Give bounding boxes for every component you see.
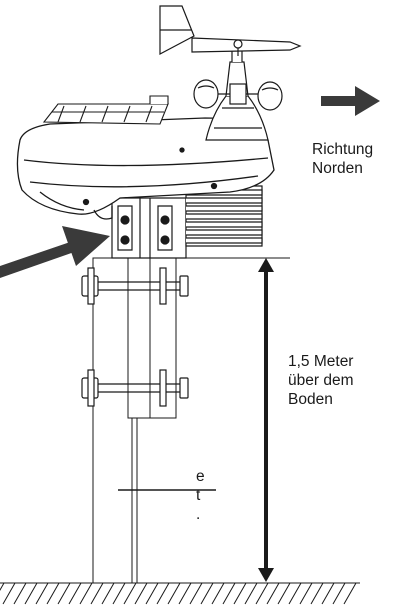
- radiation-shield-icon: [185, 185, 263, 247]
- height-label-line: über dem: [288, 372, 354, 389]
- ground-hatch-stroke: [321, 582, 335, 605]
- pole-label-line: e: [196, 468, 205, 485]
- ground-hatch-stroke: [222, 582, 236, 605]
- ground-hatch-stroke: [288, 582, 302, 605]
- ground-hatch-stroke: [299, 582, 313, 605]
- ground-hatch-stroke: [310, 582, 324, 605]
- pole-label-line: .: [196, 506, 201, 523]
- mast-segment: [127, 257, 177, 419]
- ground-hatch-stroke: [46, 582, 60, 605]
- ground-hatch-stroke: [200, 582, 214, 605]
- ground-hatch-stroke: [101, 582, 115, 605]
- ground-hatch-stroke: [266, 582, 280, 605]
- ground-hatch-stroke: [68, 582, 82, 605]
- ground-hatch-stroke: [178, 582, 192, 605]
- cup-anemometer-icon: [193, 79, 283, 111]
- louvre-plate: [186, 205, 263, 212]
- direction-label-line: Norden: [312, 160, 363, 177]
- ground-hatch-stroke: [343, 582, 357, 605]
- ground-hatch-stroke: [24, 582, 38, 605]
- ground-hatch-stroke: [112, 582, 126, 605]
- solar-panel-icon: [42, 95, 169, 125]
- ground-hatch-stroke: [13, 582, 27, 605]
- pole-label-fragment: e t .: [196, 467, 214, 524]
- ground-hatch-stroke: [35, 582, 49, 605]
- direction-label-line: Richtung: [312, 141, 374, 158]
- ground-hatch-stroke: [79, 582, 93, 605]
- ground-hatch-stroke: [90, 582, 104, 605]
- height-label-line: 1,5 Meter: [288, 353, 354, 370]
- ground-hatch-stroke: [244, 582, 258, 605]
- ground-hatch-stroke: [211, 582, 225, 605]
- height-dimension-arrow: [186, 257, 290, 582]
- ground-hatch-stroke: [156, 582, 170, 605]
- ground-hatch-icon: [0, 582, 360, 605]
- ground-hatch-stroke: [277, 582, 291, 605]
- louvre-plate: [186, 229, 263, 236]
- north-arrow-icon: [321, 86, 380, 116]
- height-label-line: Boden: [288, 391, 333, 408]
- louvre-plate: [186, 213, 263, 220]
- ground-hatch-stroke: [167, 582, 181, 605]
- pipe-clamp-lower: [81, 369, 189, 407]
- pole-label-line: t: [196, 487, 201, 504]
- wind-vane-icon: [159, 5, 302, 56]
- ground-hatch-stroke: [0, 582, 5, 592]
- ground-hatch-stroke: [134, 582, 148, 605]
- ground-hatch-stroke: [233, 582, 247, 605]
- ground-hatch-stroke: [145, 582, 159, 605]
- louvre-plate: [186, 237, 263, 244]
- ground-hatch-stroke: [332, 582, 346, 605]
- direction-label: Richtung Norden: [312, 140, 373, 178]
- ground-hatch-stroke: [255, 582, 269, 605]
- bracket-pointer-arrow: [0, 226, 110, 278]
- louvre-plate: [186, 197, 263, 204]
- ground-hatch-stroke: [123, 582, 137, 605]
- pipe-clamp-upper: [81, 267, 189, 305]
- ground-hatch-stroke: [2, 582, 16, 605]
- height-label: 1,5 Meter über dem Boden: [288, 352, 353, 409]
- louvre-plate: [186, 221, 263, 228]
- ground-hatch-stroke: [57, 582, 71, 605]
- mounting-bracket-icon: [111, 197, 187, 259]
- ground-hatch-stroke: [189, 582, 203, 605]
